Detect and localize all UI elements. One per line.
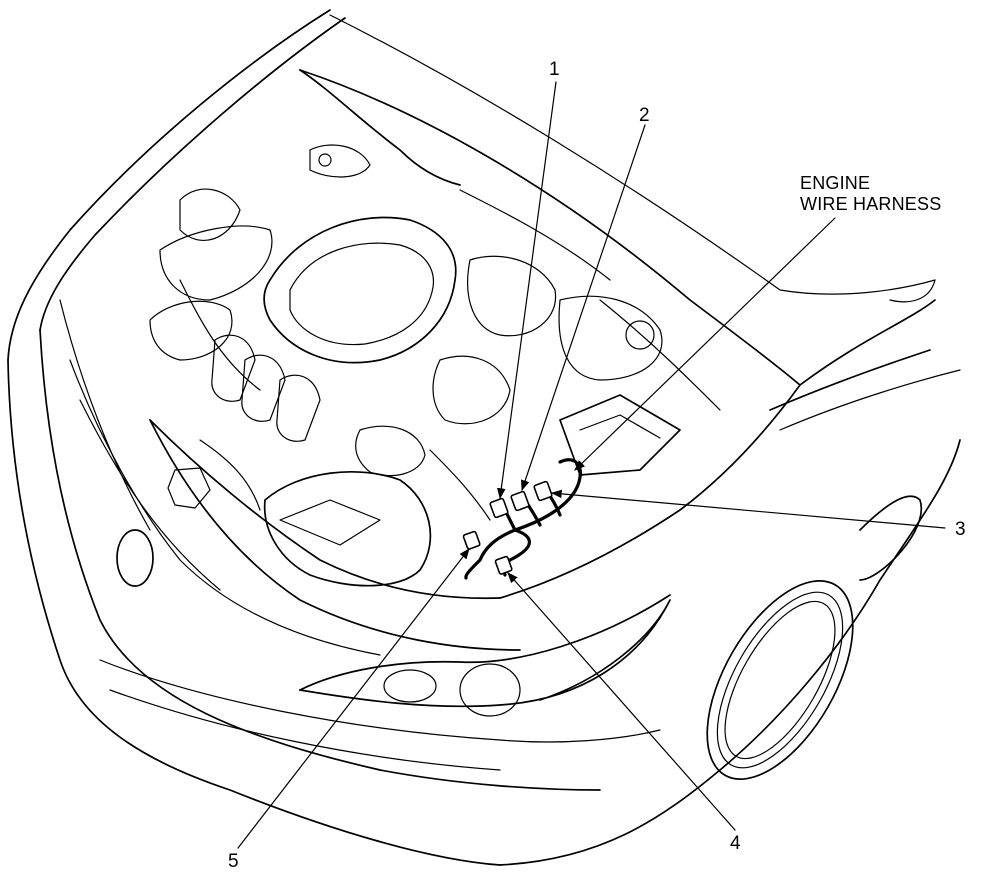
connector-4 — [494, 555, 513, 575]
leader-2 — [521, 124, 646, 492]
harness-label-line1: ENGINE — [800, 173, 871, 193]
connector-2 — [510, 490, 530, 512]
callout-leaders — [237, 81, 946, 849]
connector-1 — [489, 497, 509, 519]
connector-3 — [533, 480, 553, 502]
callout-4-label: 4 — [730, 833, 741, 854]
connector-5 — [462, 530, 481, 550]
leader-4 — [507, 572, 736, 831]
leader-harness — [574, 217, 836, 471]
leader-3 — [550, 489, 946, 529]
harness-label-line2: WIRE HARNESS — [800, 194, 942, 214]
car-body-outline — [7, 9, 961, 866]
engine-wire-harness-label: ENGINE WIRE HARNESS — [800, 173, 941, 215]
callout-1-label: 1 — [549, 59, 560, 80]
leader-5 — [237, 548, 470, 849]
engine-wire-harness — [462, 458, 582, 580]
leader-1 — [497, 81, 557, 500]
engine-bay — [149, 69, 801, 600]
callout-5-label: 5 — [228, 851, 239, 872]
callout-2-label: 2 — [639, 105, 650, 126]
callout-3-label: 3 — [955, 519, 966, 540]
